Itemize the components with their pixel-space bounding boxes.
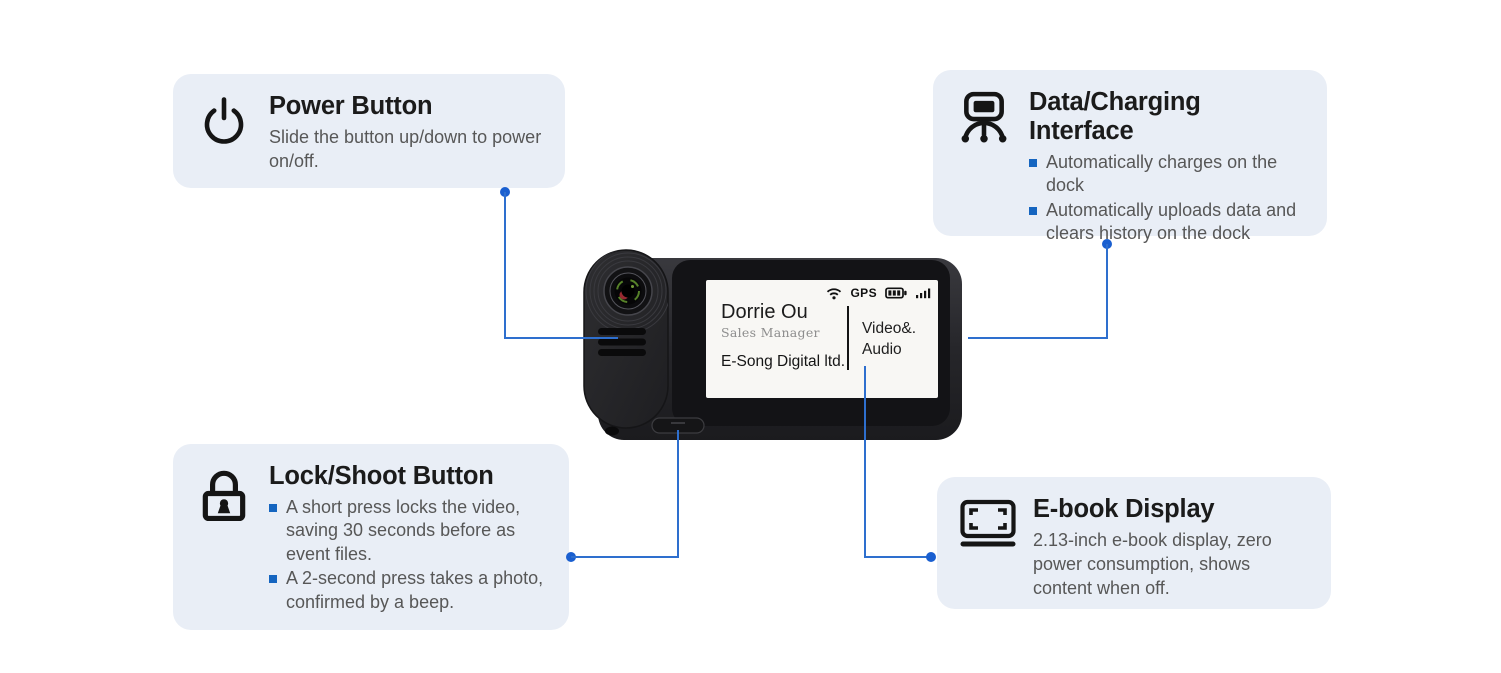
bullet-square-icon: [269, 504, 277, 512]
gps-label: GPS: [850, 286, 877, 300]
bullet-text: A short press locks the video, saving 30…: [286, 497, 521, 564]
connector-lock-line-v: [677, 430, 679, 557]
power-icon: [195, 92, 253, 174]
card-lock-shoot-button: Lock/Shoot Button A short press locks th…: [173, 444, 569, 630]
bullet-text: Automatically charges on the dock: [1046, 152, 1278, 196]
connector-power-line-h: [504, 337, 618, 339]
screen-mode-label: Video&. Audio: [862, 320, 917, 358]
card-ebook-display: E-book Display 2.13-inch e-book display,…: [937, 477, 1331, 609]
card-description: Slide the button up/down to power on/off…: [269, 127, 542, 171]
screen-status-bar: GPS: [826, 286, 931, 300]
connector-power-line-v: [504, 192, 506, 338]
padlock-icon: [195, 462, 253, 616]
feature-list: A short press locks the video, saving 30…: [269, 496, 549, 614]
dock-icon: [955, 88, 1013, 222]
connector-ebook-dot: [926, 552, 936, 562]
bullet-square-icon: [1029, 159, 1037, 167]
device-screen: GPS Dorrie Ou Sales Manager E-Song Digit…: [706, 280, 938, 398]
bullet-square-icon: [1029, 206, 1037, 215]
ebook-display-icon: [959, 495, 1017, 595]
signal-icon: [916, 288, 931, 299]
connector-ebook-line-h: [864, 556, 931, 558]
card-power-button: Power Button Slide the button up/down to…: [173, 74, 565, 188]
card-data-charging-interface: Data/Charging Interface Automatically ch…: [933, 70, 1327, 243]
list-item: A 2-second press takes a photo, confirme…: [269, 567, 549, 614]
card-title: Power Button: [269, 92, 433, 120]
wifi-icon: [827, 287, 842, 299]
feature-list: Automatically charges on the dock Automa…: [1029, 151, 1307, 246]
connector-ebook-line-v: [864, 366, 866, 557]
connector-lock-line-h: [571, 556, 679, 558]
connector-data-line-v: [1106, 244, 1108, 338]
connector-data-line-h: [968, 337, 1108, 339]
card-title: Data/Charging Interface: [1029, 88, 1201, 145]
list-item: Automatically charges on the dock: [1029, 151, 1307, 198]
screen-owner-title: Sales Manager: [721, 325, 820, 340]
card-description: 2.13-inch e-book display, zero power con…: [1033, 530, 1272, 598]
screen-owner-name: Dorrie Ou: [721, 301, 808, 323]
bullet-square-icon: [269, 575, 277, 584]
screen-company-name: E-Song Digital ltd.: [721, 353, 846, 370]
body-camera-illustration: [583, 249, 962, 440]
list-item: Automatically uploads data and clears hi…: [1029, 199, 1307, 246]
bullet-text: Automatically uploads data and clears hi…: [1046, 199, 1297, 244]
list-item: A short press locks the video, saving 30…: [269, 496, 549, 566]
bullet-text: A 2-second press takes a photo, confirme…: [286, 568, 544, 612]
screen-divider: [847, 306, 849, 370]
card-title: E-book Display: [1033, 495, 1215, 523]
battery-icon: [885, 287, 907, 299]
card-title: Lock/Shoot Button: [269, 462, 494, 490]
